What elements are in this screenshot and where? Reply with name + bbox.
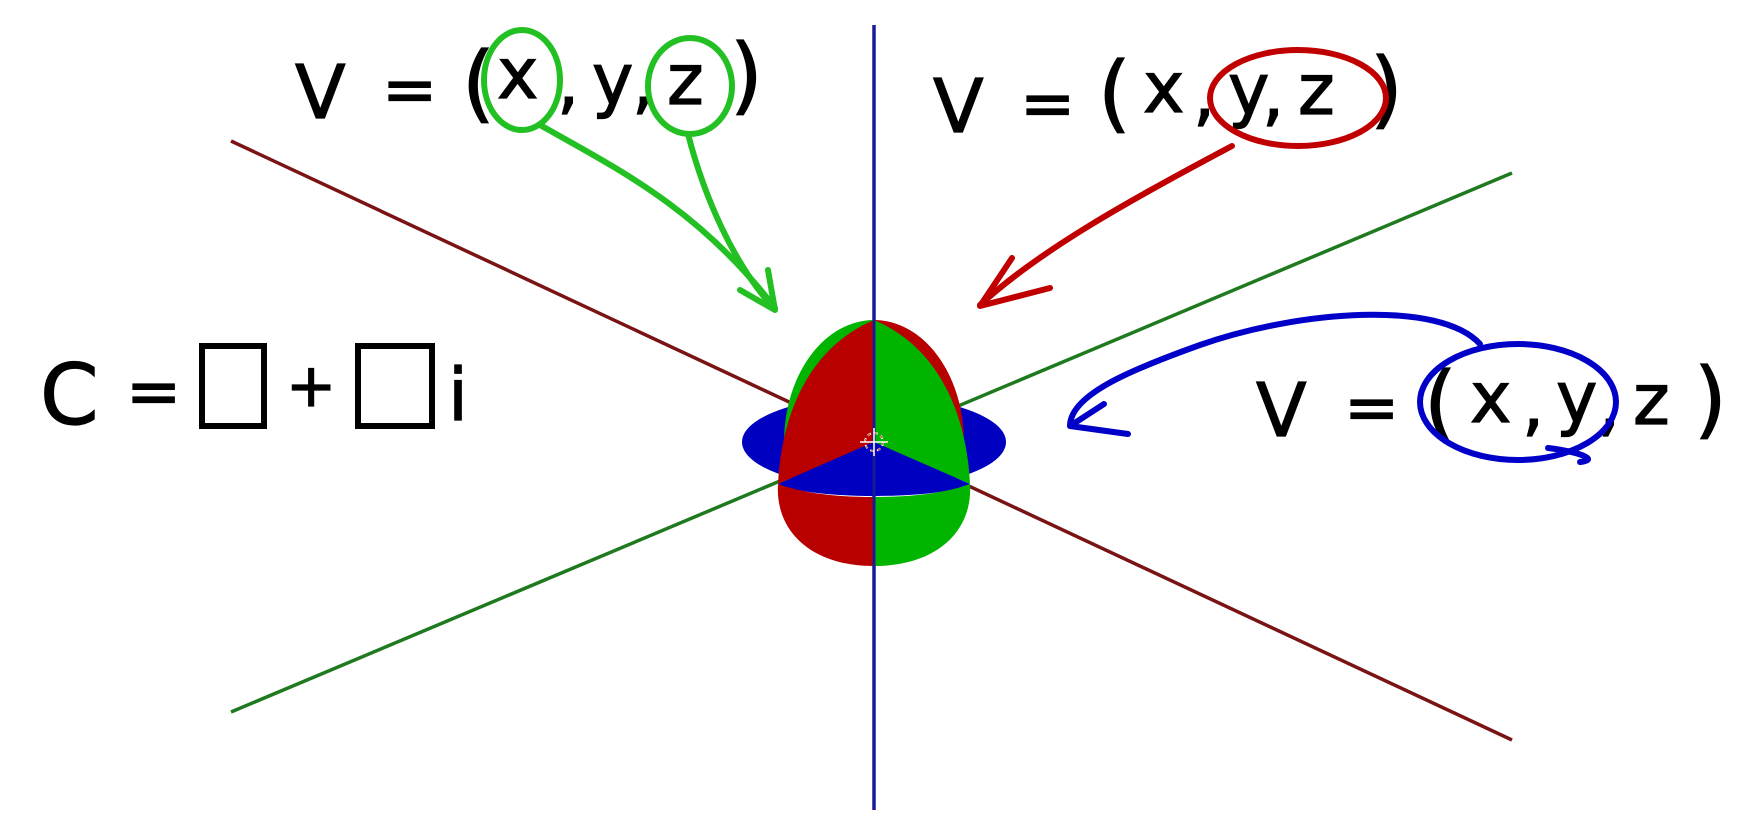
eq-tl-y: y — [592, 39, 633, 121]
eq-rm-z: z — [1633, 359, 1670, 441]
eq-rm-V: V — [1256, 368, 1307, 454]
eq-rm-y: y — [1556, 357, 1597, 439]
eq-rm-comma1: , — [1522, 363, 1544, 445]
eq-tr-comma2: , — [1262, 53, 1284, 135]
eq-tr-comma1: , — [1193, 53, 1215, 135]
green-annotation — [481, 27, 778, 313]
eq-tr-lparen: ( — [1098, 44, 1131, 142]
equation-top-right: V = ( x , y , z ) — [932, 39, 1403, 150]
equation-top-left: V = ( x , y , z ) — [294, 25, 763, 136]
eq-c-equals: = — [126, 353, 181, 430]
green-plane-front-upper — [874, 320, 970, 484]
blue-arrow-shaft — [1067, 311, 1483, 429]
red-arrow-shaft — [977, 143, 1235, 308]
eq-rm-equals: = — [1344, 369, 1399, 446]
eq-tl-z: z — [667, 39, 704, 121]
red-plane-lower — [777, 484, 874, 566]
green-circle-x — [481, 27, 563, 133]
crosshair-icon — [860, 428, 888, 456]
eq-tl-equals: = — [382, 51, 437, 128]
eq-c-i: i — [448, 353, 468, 437]
eq-tl-V: V — [295, 50, 346, 136]
eq-tl-comma1: , — [557, 41, 579, 123]
eq-rm-x: x — [1470, 357, 1511, 439]
eq-tr-x: x — [1143, 47, 1184, 129]
green-plane-lower — [874, 484, 971, 566]
green-arrow-from-z — [685, 131, 775, 309]
eq-tl-x: x — [497, 33, 538, 115]
eq-c-plus: + — [286, 351, 336, 421]
equation-right-middle: V = ( x , y , z ) — [1255, 349, 1727, 454]
eq-c-C: C — [40, 346, 99, 444]
plane-gizmo — [742, 320, 1006, 566]
eq-rm-comma2: , — [1598, 363, 1620, 445]
eq-tr-z: z — [1298, 49, 1335, 131]
eq-tl-rparen: ) — [730, 26, 763, 124]
empty-box-imaginary — [355, 343, 435, 429]
blue-circle-tail — [1545, 445, 1591, 465]
green-arrow-head — [737, 267, 778, 313]
eq-tr-V: V — [933, 64, 984, 150]
red-annotation — [977, 47, 1389, 309]
eq-tr-equals: = — [1020, 65, 1075, 142]
blue-arrow-head — [1067, 401, 1131, 437]
blue-annotation — [1067, 311, 1619, 465]
eq-rm-rparen: ) — [1694, 350, 1727, 448]
red-arrow-head — [977, 255, 1053, 309]
red-circle-yz — [1207, 47, 1389, 149]
red-plane-front-upper — [778, 320, 874, 484]
equation-complex: C = + i — [39, 343, 469, 445]
empty-box-real — [199, 343, 267, 429]
green-arrow-from-x — [537, 122, 778, 311]
blue-circle-xy — [1417, 341, 1619, 463]
